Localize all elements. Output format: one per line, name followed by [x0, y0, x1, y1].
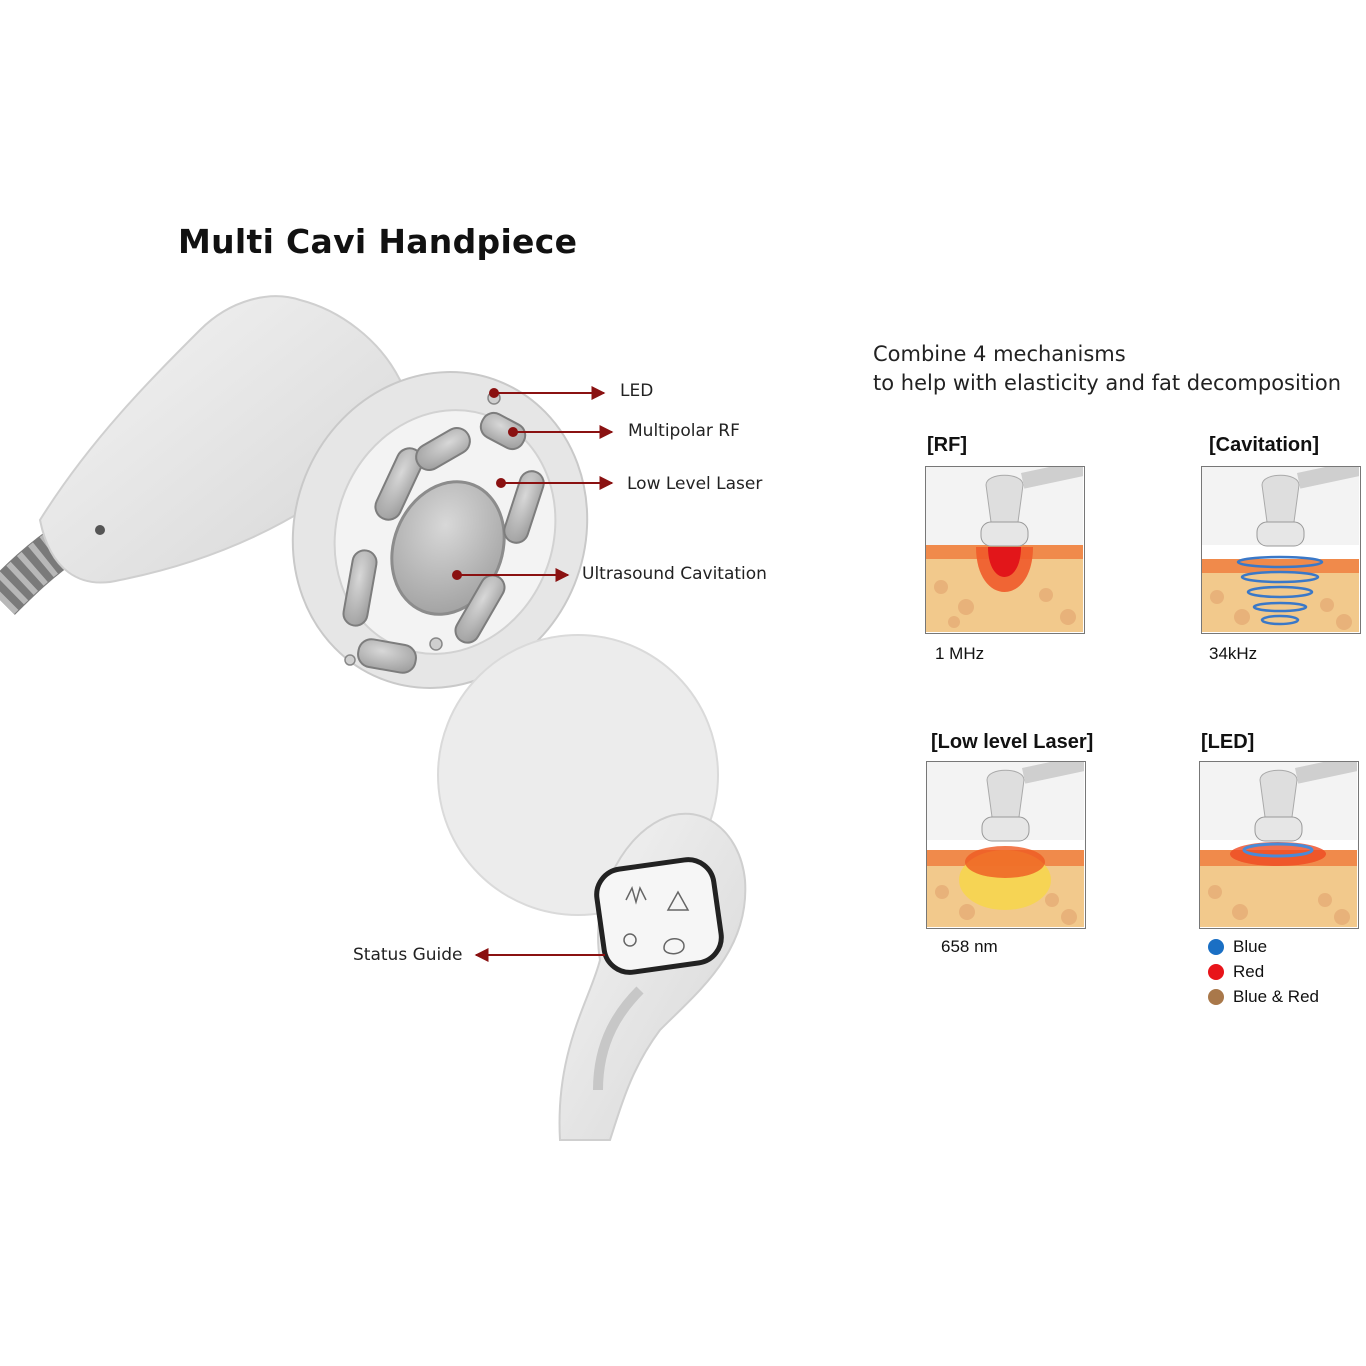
page-title: Multi Cavi Handpiece — [178, 222, 578, 261]
headline-line-1: Combine 4 mechanisms — [873, 342, 1126, 366]
mechanism-title-rf: [RF] — [927, 434, 967, 456]
callout-led: LED — [620, 381, 654, 401]
led-legend-blue: Blue — [1208, 937, 1267, 957]
handpiece-bottom — [437, 634, 747, 1141]
headline: Combine 4 mechanisms to help with elasti… — [873, 340, 1341, 398]
headline-line-2: to help with elasticity and fat decompos… — [873, 371, 1342, 395]
led-legend-label: Blue — [1233, 937, 1268, 956]
mechanism-image-laser — [926, 761, 1086, 929]
mechanism-value-laser: 658 nm — [941, 937, 998, 956]
mechanism-image-cavitation — [1201, 466, 1361, 634]
led-legend-label: Red — [1233, 962, 1265, 981]
led-dot-blue-red — [1208, 989, 1224, 1005]
mechanism-title-cavitation: [Cavitation] — [1209, 434, 1319, 456]
callout-low-level-laser: Low Level Laser — [627, 474, 763, 494]
callout-multipolar-rf: Multipolar RF — [628, 421, 740, 441]
handpiece-head — [291, 371, 589, 689]
led-legend-label: Blue & Red — [1233, 987, 1319, 1006]
led-legend-red: Red — [1208, 962, 1264, 982]
callout-status-guide: Status Guide — [353, 945, 463, 965]
mechanism-title-laser: [Low level Laser] — [931, 731, 1094, 753]
callout-arrows — [452, 386, 614, 962]
mechanism-value-cavitation: 34kHz — [1209, 644, 1258, 663]
led-dot-red — [1208, 964, 1224, 980]
led-legend-blue-red: Blue & Red — [1208, 987, 1319, 1007]
handpiece-top — [38, 295, 402, 584]
mechanism-value-rf: 1 MHz — [935, 644, 985, 663]
mechanism-image-rf — [925, 466, 1085, 634]
mechanism-image-led — [1199, 761, 1359, 929]
mechanism-title-led: [LED] — [1201, 731, 1255, 753]
callout-ultrasound-cavitation: Ultrasound Cavitation — [582, 564, 767, 584]
led-dot-blue — [1208, 939, 1224, 955]
